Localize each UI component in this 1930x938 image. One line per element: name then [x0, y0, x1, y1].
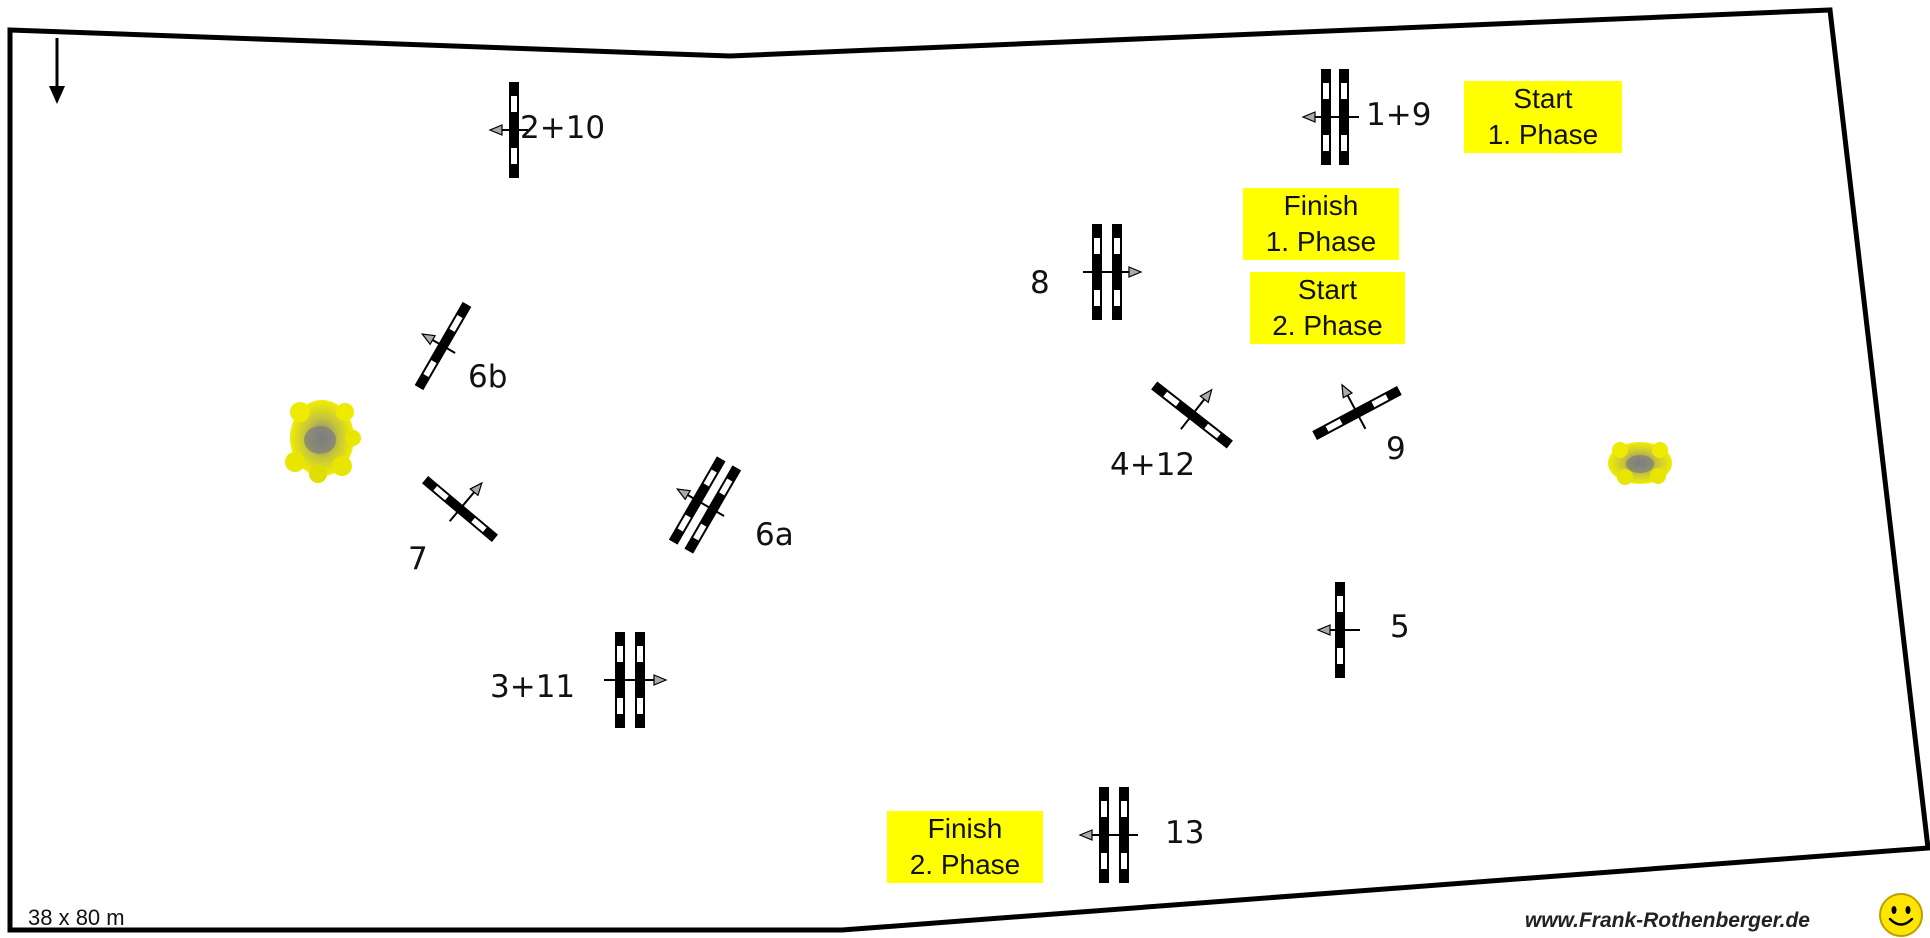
- obstacle-label: 13: [1165, 815, 1205, 851]
- arena-boundary: [7, 7, 1930, 933]
- website-link[interactable]: www.Frank-Rothenberger.de: [1524, 909, 1810, 932]
- obstacle-label: 4+12: [1110, 447, 1196, 483]
- obstacle-9: [1312, 381, 1402, 440]
- marker-line: Finish: [1283, 190, 1359, 221]
- smiley-icon: [1879, 893, 1923, 937]
- marker-line: 2. Phase: [1272, 310, 1383, 341]
- obstacle-label: 5: [1390, 609, 1410, 645]
- obstacle-label: 2+10: [520, 110, 606, 146]
- marker-line: 1. Phase: [1265, 226, 1377, 257]
- bush-icon: [285, 400, 361, 483]
- obstacle-3-11: [604, 632, 667, 728]
- obstacle-8: [1083, 224, 1142, 320]
- obstacle-4-12: [1151, 381, 1233, 449]
- obstacle-label: 3+11: [490, 669, 576, 705]
- arena-size-label: 38 x 80 m: [28, 905, 125, 930]
- marker-line: Start: [1297, 274, 1358, 305]
- arrow-down-icon: [49, 38, 65, 104]
- obstacle-6b: [414, 301, 472, 391]
- obstacle-2-10: [489, 82, 528, 178]
- obstacle-label: 7: [408, 541, 428, 577]
- marker-line: 2. Phase: [909, 849, 1021, 880]
- obstacle-label: 6a: [755, 517, 794, 553]
- obstacle-label: 8: [1030, 265, 1050, 301]
- obstacle-label: 1+9: [1366, 97, 1432, 133]
- marker-line: Finish: [927, 813, 1003, 844]
- obstacle-13: [1079, 787, 1138, 883]
- marker-line: 1. Phase: [1487, 119, 1599, 150]
- obstacle-7: [422, 476, 498, 542]
- start-phase-1-marker: Start 1. Phase: [1464, 81, 1622, 153]
- finish-phase-1-marker: Finish 1. Phase: [1243, 188, 1399, 260]
- obstacle-6a: [668, 456, 742, 554]
- obstacle-1-9: [1302, 69, 1359, 165]
- start-phase-2-marker: Start 2. Phase: [1250, 272, 1405, 344]
- bush-icon: [1608, 442, 1672, 485]
- obstacle-label: 6b: [468, 359, 508, 395]
- finish-phase-2-marker: Finish 2. Phase: [887, 811, 1043, 883]
- obstacle-5: [1317, 582, 1360, 678]
- obstacle-label: 9: [1386, 431, 1406, 467]
- marker-line: Start: [1513, 83, 1573, 114]
